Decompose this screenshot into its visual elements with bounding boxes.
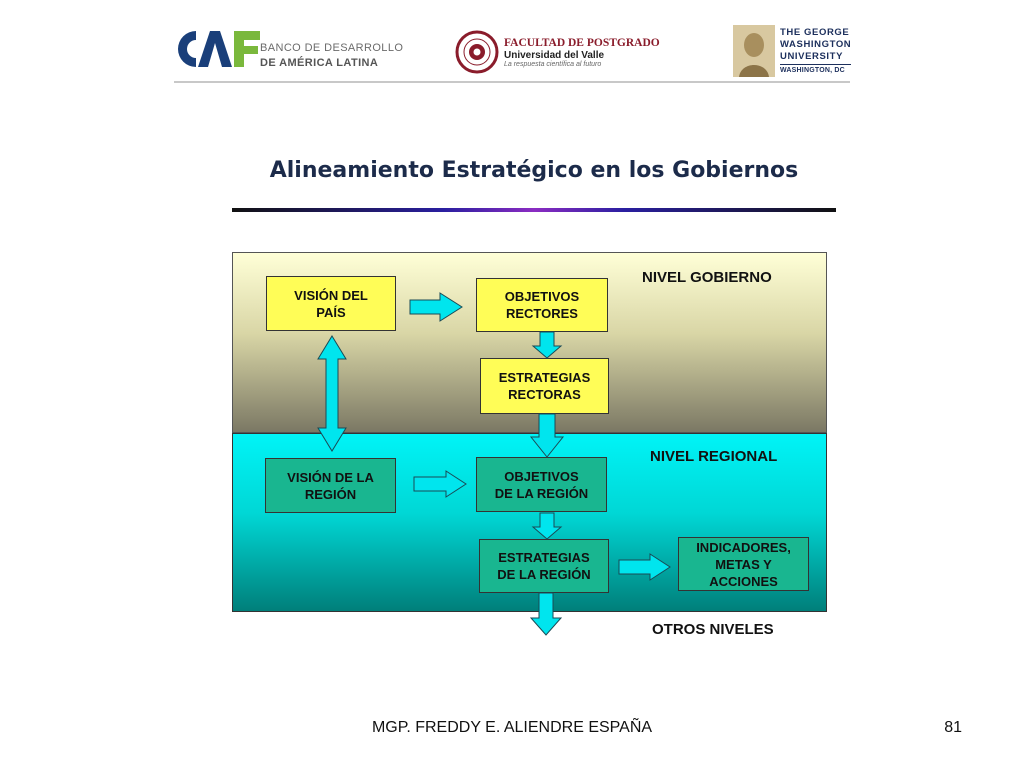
slide-title: Alineamiento Estratégico en los Gobierno… bbox=[269, 158, 799, 183]
univalle-name: Universidad del Valle bbox=[504, 50, 605, 61]
label-nivel-gobierno: NIVEL GOBIERNO bbox=[642, 269, 772, 286]
node-estrategias-rectoras: ESTRATEGIAS RECTORAS bbox=[480, 358, 609, 414]
gwu-portrait-icon bbox=[733, 25, 775, 77]
gwu-divider bbox=[780, 64, 851, 65]
gwu-name-line2: WASHINGTON bbox=[780, 39, 852, 50]
label-otros-niveles: OTROS NIVELES bbox=[652, 621, 774, 638]
gwu-name-line3: UNIVERSITY bbox=[780, 51, 844, 62]
node-estrategias-de-la-region: ESTRATEGIAS DE LA REGIÓN bbox=[479, 539, 609, 593]
header-divider bbox=[174, 81, 850, 83]
univalle-logo: FACULTAD DE POSTGRADO Universidad del Va… bbox=[455, 28, 680, 74]
caf-name-line1: BANCO DE DESARROLLO bbox=[260, 42, 404, 54]
node-objetivos-rectores: OBJETIVOS RECTORES bbox=[476, 278, 608, 332]
node-vision-de-la-region: VISIÓN DE LA REGIÓN bbox=[265, 458, 396, 513]
footer-author: MGP. FREDDY E. ALIENDRE ESPAÑA bbox=[371, 719, 653, 736]
gwu-name-line1: THE GEORGE bbox=[780, 27, 850, 38]
caf-mark-icon bbox=[178, 31, 260, 67]
node-objetivos-de-la-region: OBJETIVOS DE LA REGIÓN bbox=[476, 457, 607, 512]
gwu-logo: THE GEORGE WASHINGTON UNIVERSITY WASHING… bbox=[733, 25, 851, 77]
label-nivel-regional: NIVEL REGIONAL bbox=[650, 448, 778, 465]
slide-number: 81 bbox=[944, 719, 962, 736]
node-indicadores-metas-acciones: INDICADORES, METAS Y ACCIONES bbox=[678, 537, 809, 591]
caf-name-line2: DE AMÉRICA LATINA bbox=[260, 57, 379, 69]
gwu-location: WASHINGTON, DC bbox=[780, 67, 845, 74]
title-underline bbox=[232, 208, 836, 212]
node-vision-del-pais: VISIÓN DEL PAÍS bbox=[266, 276, 396, 331]
univalle-seal-icon bbox=[455, 30, 499, 74]
univalle-faculty: FACULTAD DE POSTGRADO bbox=[504, 37, 660, 49]
univalle-motto: La respuesta científica al futuro bbox=[504, 61, 602, 68]
caf-logo: BANCO DE DESARROLLO DE AMÉRICA LATINA bbox=[174, 28, 404, 72]
